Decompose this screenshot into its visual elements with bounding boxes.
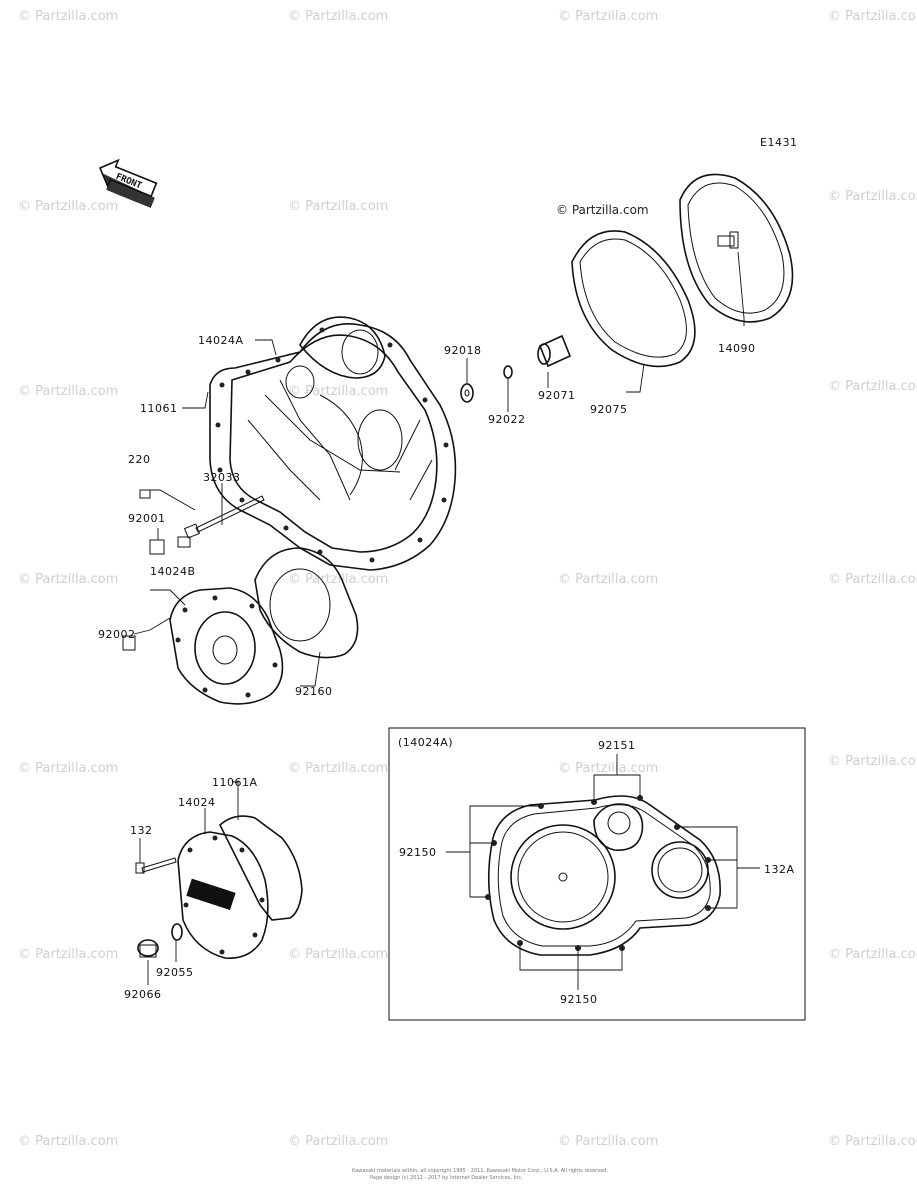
watermark: © Partzilla.com <box>18 572 118 587</box>
callout-92075: 92075 <box>590 403 628 416</box>
copyright-line-2: Page design (c) 2012 - 2017 by Internet … <box>370 1175 523 1181</box>
cover-14024 <box>177 831 269 959</box>
inset-callout-92150-left: 92150 <box>399 846 437 859</box>
watermark: © Partzilla.com <box>18 199 118 214</box>
callout-32033: 32033 <box>203 471 241 484</box>
watermarks: © Partzilla.com © Partzilla.com © Partzi… <box>18 9 917 1149</box>
callout-92055: 92055 <box>156 966 194 979</box>
callout-92001: 92001 <box>128 512 166 525</box>
watermark: © Partzilla.com <box>828 9 917 24</box>
cover-14024B-assembly <box>169 547 359 705</box>
watermark: © Partzilla.com <box>288 572 388 587</box>
callout-92018: 92018 <box>444 344 482 357</box>
gasket-92160 <box>254 547 359 659</box>
inset-title: (14024A) <box>398 736 453 749</box>
callout-14024: 14024 <box>178 796 216 809</box>
inset-callout-92151: 92151 <box>598 739 636 752</box>
callout-14024A: 14024A <box>198 334 244 347</box>
callout-92022: 92022 <box>488 413 526 426</box>
watermark: © Partzilla.com <box>556 203 649 217</box>
callout-132: 132 <box>130 824 153 837</box>
center-watermark: © Partzilla.com <box>556 203 649 217</box>
watermark: © Partzilla.com <box>18 761 118 776</box>
cover-14024B <box>169 587 284 705</box>
cap-14090 <box>679 173 794 323</box>
watermark: © Partzilla.com <box>18 384 118 399</box>
callout-92002: 92002 <box>98 628 136 641</box>
front-arrow: FRONT <box>98 158 158 208</box>
watermark: © Partzilla.com <box>828 1134 917 1149</box>
watermark: © Partzilla.com <box>18 947 118 962</box>
diagram-code: E1431 <box>760 136 797 149</box>
watermark: © Partzilla.com <box>288 384 388 399</box>
cover-14024A-body <box>229 334 438 553</box>
callout-11061A: 11061A <box>212 776 258 789</box>
watermark: © Partzilla.com <box>288 199 388 214</box>
watermark: © Partzilla.com <box>828 379 917 394</box>
watermark: © Partzilla.com <box>828 572 917 587</box>
oring-92075 <box>571 230 696 368</box>
main-cover-assembly <box>209 316 457 571</box>
callout-11061: 11061 <box>140 402 178 415</box>
watermark: © Partzilla.com <box>18 9 118 24</box>
inset-callout-132A: 132A <box>764 863 795 876</box>
callout-220: 220 <box>128 453 151 466</box>
watermark: © Partzilla.com <box>828 754 917 769</box>
small-bolts-left <box>122 489 265 651</box>
leader-lines <box>133 251 745 985</box>
watermark: © Partzilla.com <box>558 572 658 587</box>
lower-cover-assembly <box>135 815 303 959</box>
watermark: © Partzilla.com <box>288 761 388 776</box>
gasket-11061 <box>209 323 457 571</box>
inset-box: (14024A) 92151 92150 <box>388 727 806 1021</box>
callout-92066: 92066 <box>124 988 162 1001</box>
callout-14090: 14090 <box>718 342 756 355</box>
gasket-11061A <box>219 815 303 921</box>
watermark: © Partzilla.com <box>288 947 388 962</box>
watermark: © Partzilla.com <box>288 9 388 24</box>
copyright-line-1: Kawasaki materials within, all copyright… <box>352 1168 608 1174</box>
inset-callout-92150-bottom: 92150 <box>560 993 598 1006</box>
right-parts <box>460 173 794 403</box>
callout-92071: 92071 <box>538 389 576 402</box>
callout-14024B: 14024B <box>150 565 196 578</box>
watermark: © Partzilla.com <box>828 947 917 962</box>
watermark: © Partzilla.com <box>288 1134 388 1149</box>
callout-92160: 92160 <box>295 685 333 698</box>
watermark: © Partzilla.com <box>558 9 658 24</box>
watermark: © Partzilla.com <box>18 1134 118 1149</box>
callouts: 14024A 11061 220 32033 92001 14024B 9200… <box>98 334 756 1001</box>
watermark: © Partzilla.com <box>558 761 658 776</box>
watermark: © Partzilla.com <box>828 189 917 204</box>
watermark: © Partzilla.com <box>558 1134 658 1149</box>
